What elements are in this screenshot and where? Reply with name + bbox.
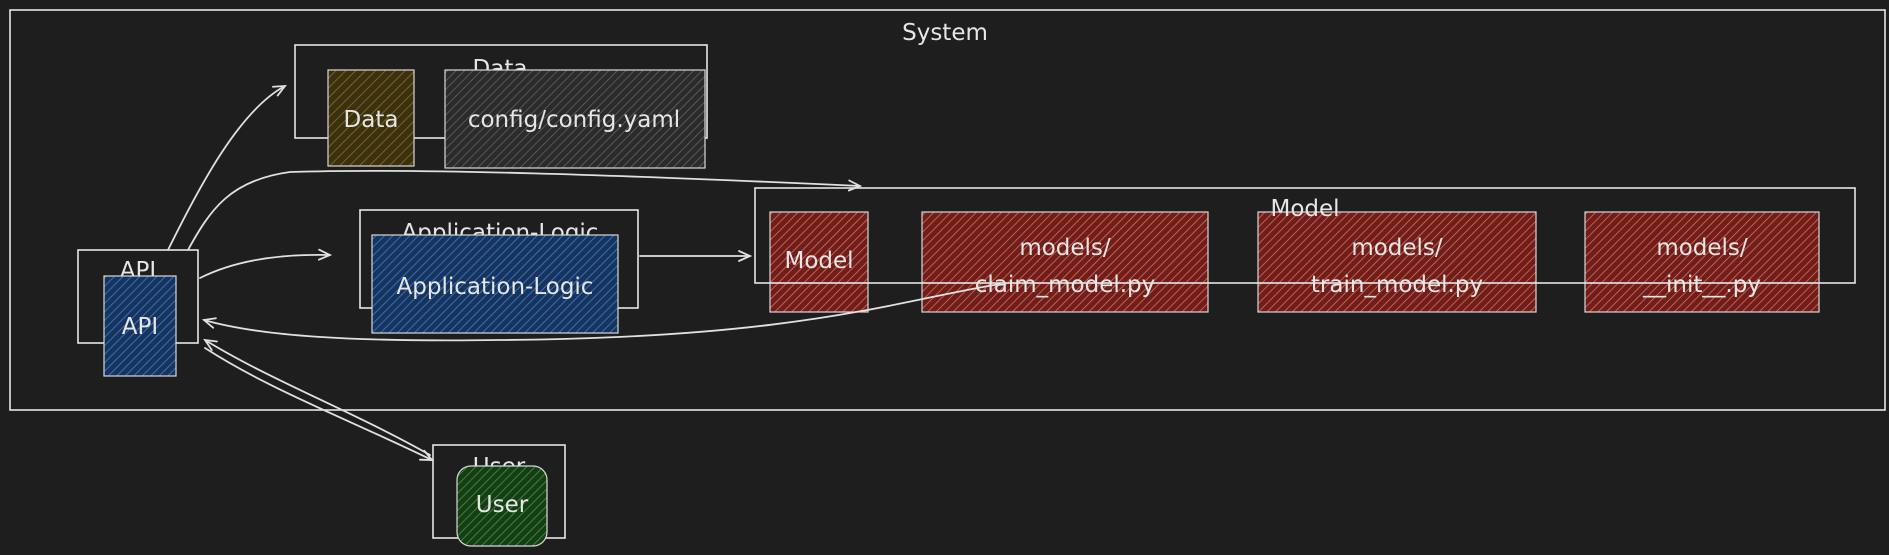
init-node[interactable]	[1584, 211, 1820, 313]
claim-model-node[interactable]	[921, 211, 1209, 313]
model-group: Model models/ claim_model.py models/ tra…	[754, 187, 1856, 313]
train-model-node[interactable]	[1257, 211, 1537, 313]
arrow-api-to-data	[167, 86, 285, 251]
system-frame: System	[9, 9, 1886, 411]
claim-model-line2: claim_model.py	[975, 272, 1156, 298]
data-group: Data Data config/config.yaml	[294, 44, 708, 169]
init-line2: __init__.py	[1642, 272, 1761, 298]
api-group: API API	[77, 249, 199, 377]
application-logic-node-label: Application-Logic	[397, 274, 594, 300]
arrow-api-to-user	[204, 347, 432, 460]
data-node[interactable]	[327, 69, 415, 167]
model-node-label: Model	[784, 248, 853, 274]
init-line1: models/	[1656, 235, 1748, 261]
user-group: User User	[432, 444, 566, 547]
arrow-model-to-api	[204, 283, 1001, 342]
user-node-label: User	[476, 492, 529, 518]
data-node-label: Data	[344, 107, 399, 133]
arrow-api-to-logic	[199, 255, 330, 279]
api-node[interactable]	[103, 275, 177, 377]
train-model-line1: models/	[1351, 235, 1443, 261]
model-node[interactable]	[769, 211, 869, 313]
logic-group: Application-Logic Application-Logic	[359, 209, 639, 334]
claim-model-line1: models/	[1019, 235, 1111, 261]
config-file-label: config/config.yaml	[468, 107, 680, 133]
api-node-label: API	[122, 314, 158, 340]
user-node[interactable]	[456, 465, 548, 547]
arrow-api-to-model	[187, 169, 860, 251]
arrow-user-to-api	[205, 340, 431, 456]
train-model-line2: train_model.py	[1311, 272, 1483, 298]
model-group-label: Model	[1270, 196, 1339, 222]
config-file-node[interactable]	[444, 69, 706, 169]
system-label: System	[902, 20, 988, 46]
application-logic-node[interactable]	[371, 234, 619, 334]
